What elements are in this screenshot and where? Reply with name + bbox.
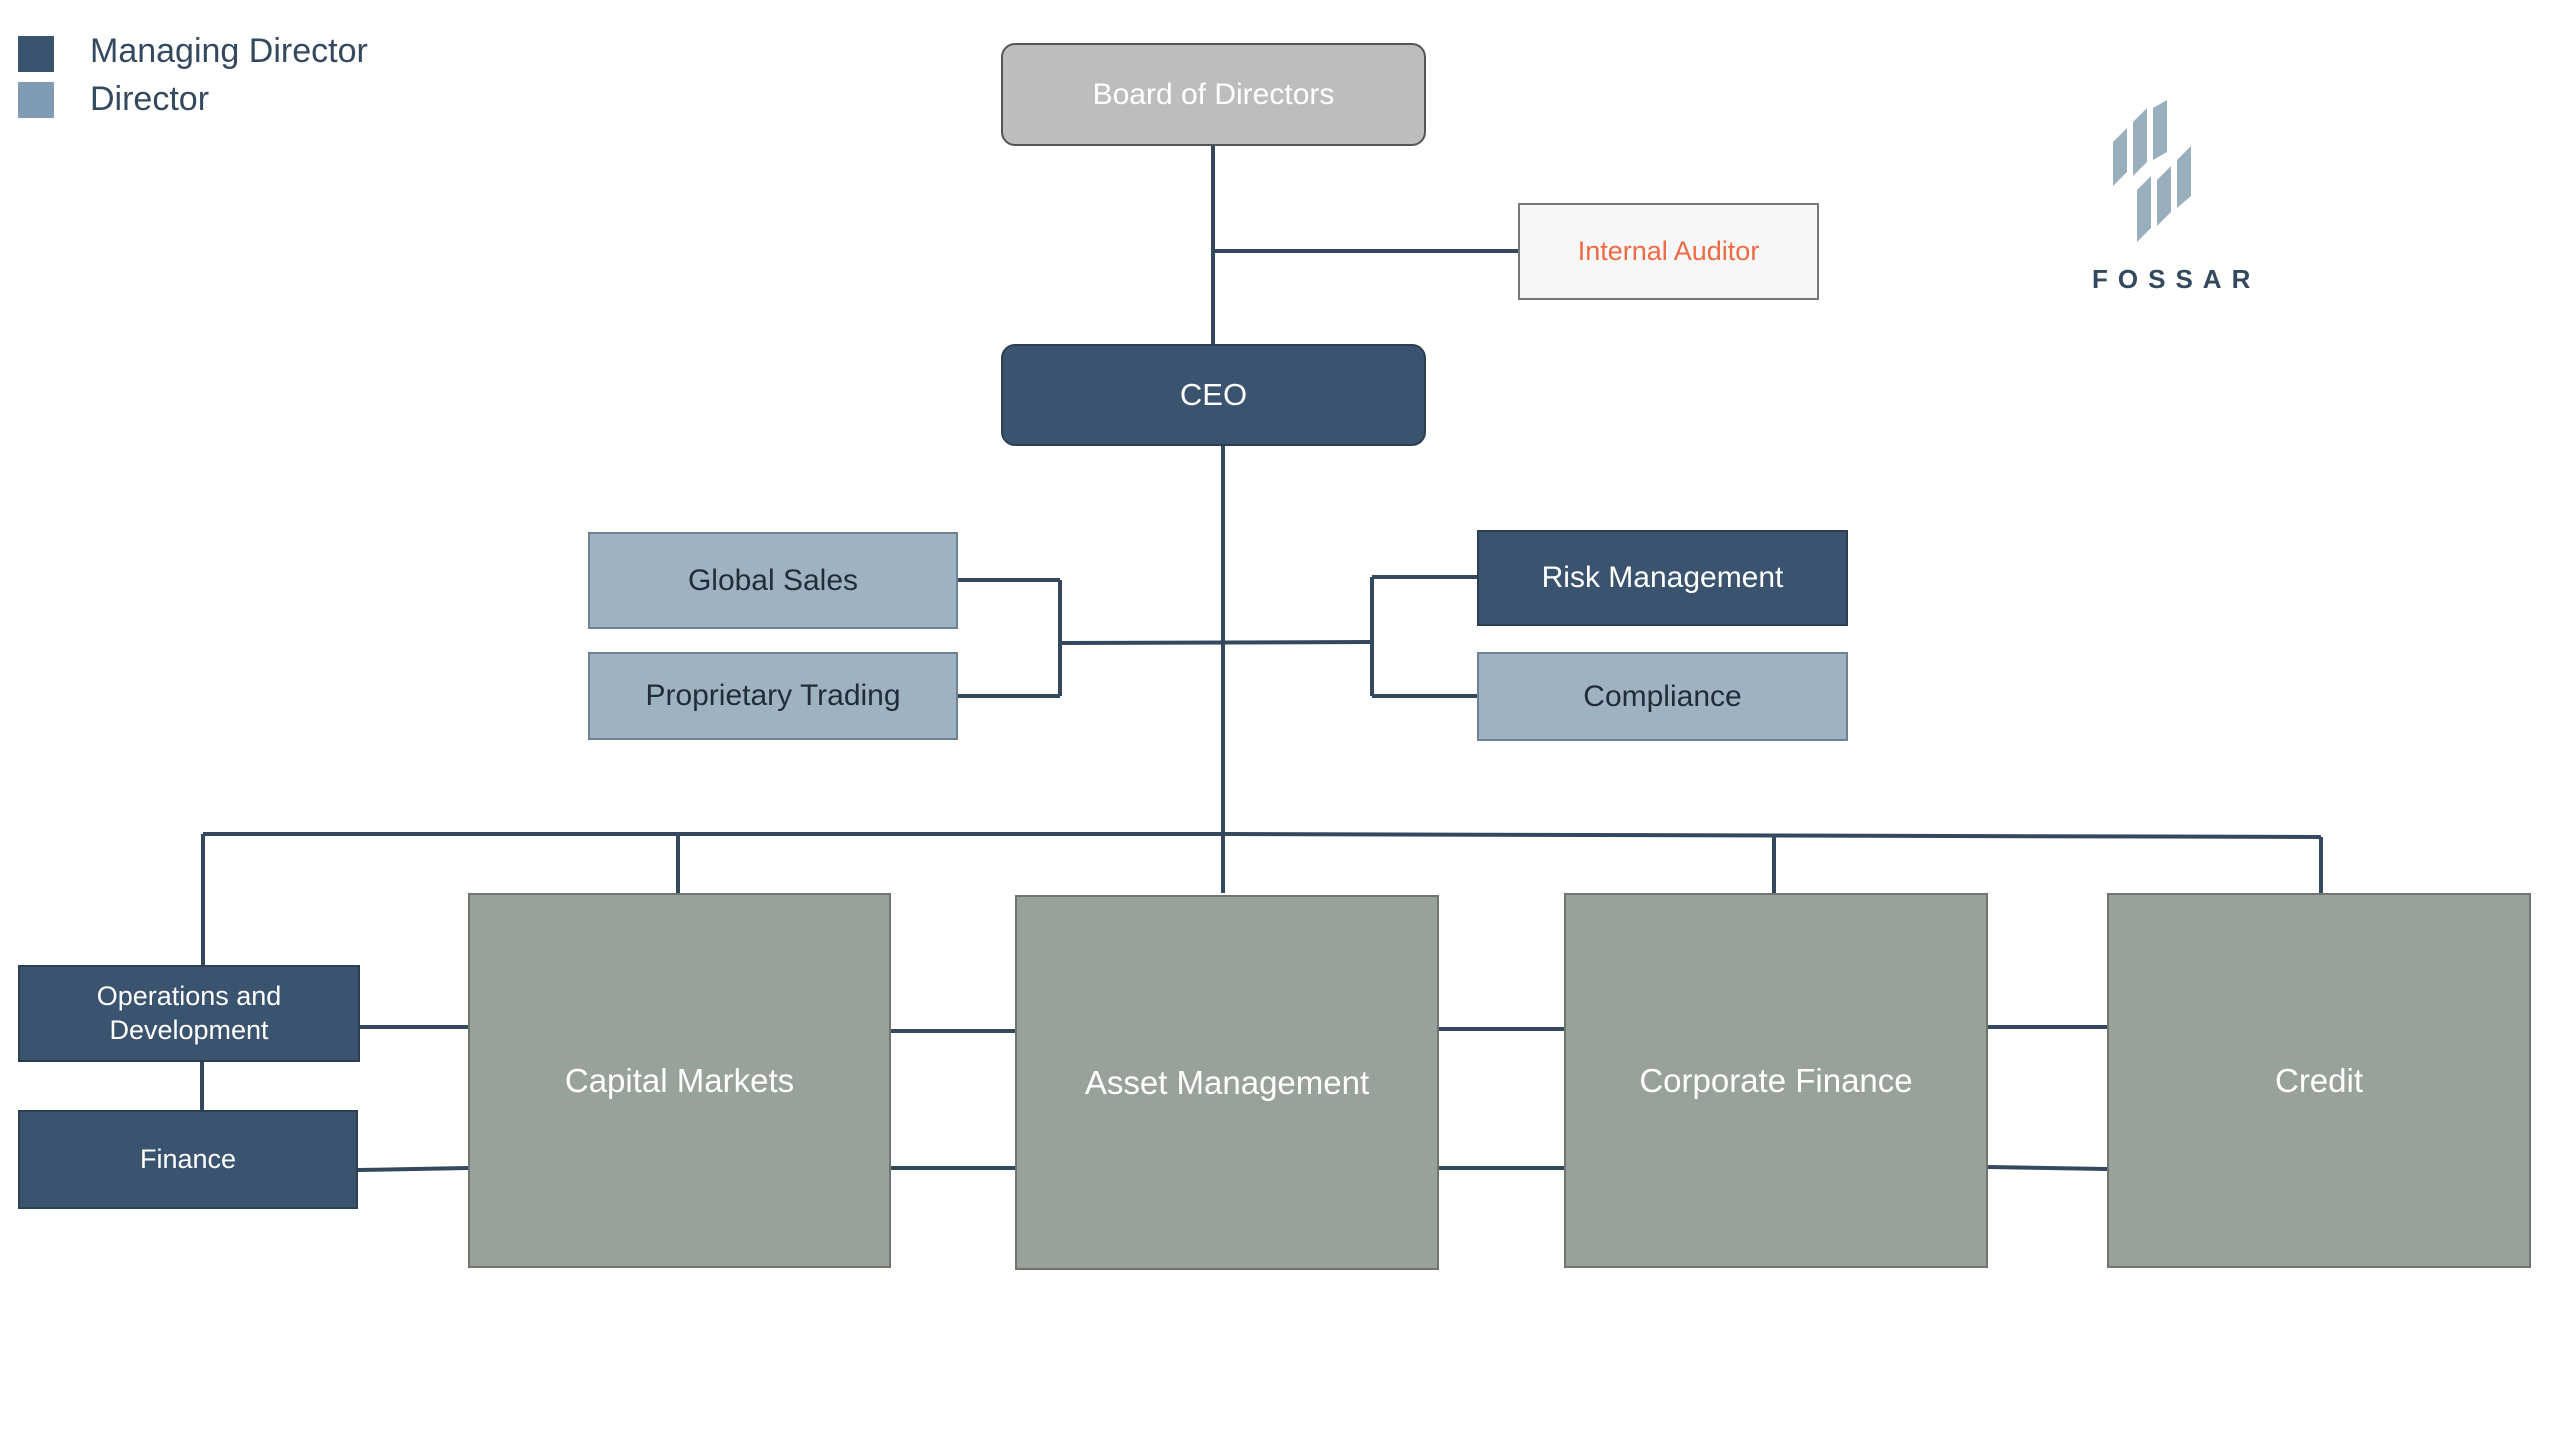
node-finance: Finance [18,1110,358,1209]
node-label: Finance [139,1143,237,1174]
node-risk-management: Risk Management [1477,530,1848,626]
node-capital-markets: Capital Markets [468,893,891,1268]
legend-swatch-director [18,82,54,118]
node-compliance: Compliance [1477,652,1848,741]
node-proprietary-trading: Proprietary Trading [588,652,958,740]
node-ceo: CEO [1001,344,1426,446]
node-label: Global Sales [687,563,859,597]
node-label: Risk Management [1541,561,1784,595]
node-label: Internal Auditor [1577,235,1760,266]
node-board-of-directors: Board of Directors [1001,43,1426,146]
legend-label-director: Director [90,80,210,118]
legend-label-managing-director: Managing Director [90,32,368,70]
node-label: Capital Markets [564,1061,795,1099]
node-label: Compliance [1583,679,1742,713]
logo-text: FOSSAR [2092,264,2261,294]
fossar-logo-icon [2113,100,2191,242]
node-label: Credit [2274,1061,2364,1099]
legend-swatch-managing-director [18,36,54,72]
node-label: Proprietary Trading [645,679,901,713]
node-operations-and-development: Operations and Development [18,965,360,1062]
node-credit: Credit [2107,893,2531,1268]
node-label: Asset Management [1084,1063,1370,1101]
node-label: Corporate Finance [1639,1061,1913,1099]
node-internal-auditor: Internal Auditor [1518,203,1819,300]
connector-left-staff [1059,640,1373,645]
node-corporate-finance: Corporate Finance [1564,893,1988,1268]
node-label: Operations and Development [96,980,282,1045]
node-asset-management: Asset Management [1015,895,1439,1270]
node-label: Board of Directors [1092,77,1335,111]
node-label: CEO [1179,376,1248,412]
node-global-sales: Global Sales [588,532,958,629]
